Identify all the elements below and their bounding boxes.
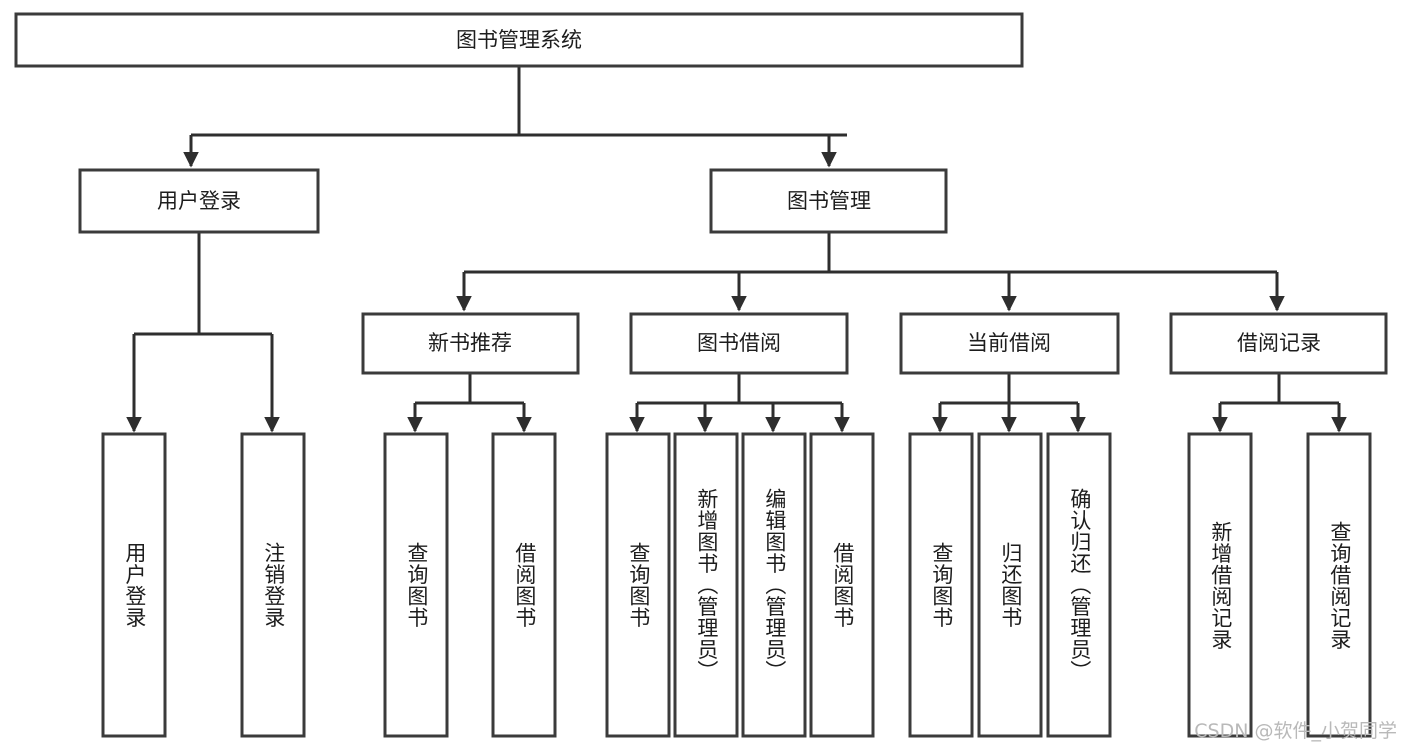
node-leaf-query-book-1-label: 查询图书 [404, 542, 429, 628]
node-leaf-borrow-book-1-label: 借阅图书 [512, 542, 537, 628]
node-leaf-query-book-2-label: 查询图书 [626, 542, 651, 628]
node-leaf-add-book-box[interactable] [673, 432, 739, 738]
connector-borrow-record-group [1212, 373, 1347, 433]
node-root-box[interactable] [14, 12, 1024, 68]
node-leaf-add-book[interactable]: 新增图书（管理员） [673, 432, 739, 738]
node-leaf-query-record-box[interactable] [1306, 432, 1372, 738]
node-leaf-query-book-3-box[interactable] [908, 432, 974, 738]
node-leaf-edit-book[interactable]: 编辑图书（管理员） [741, 432, 807, 738]
node-borrow-record-box[interactable] [1169, 312, 1388, 375]
node-new-book-rec-label: 新书推荐 [428, 331, 512, 355]
node-user-login-box[interactable] [78, 168, 320, 234]
node-leaf-query-record[interactable]: 查询借阅记录 [1306, 432, 1372, 738]
node-leaf-query-book-2[interactable]: 查询图书 [605, 432, 671, 738]
node-leaf-query-book-3[interactable]: 查询图书 [908, 432, 974, 738]
node-leaf-user-logout-box[interactable] [240, 432, 306, 738]
node-leaf-borrow-book-2[interactable]: 借阅图书 [809, 432, 875, 738]
node-leaf-add-book-label: 新增图书（管理员） [694, 488, 719, 682]
connector-root-group [183, 66, 847, 168]
node-leaf-borrow-book-1-box[interactable] [491, 432, 557, 738]
node-book-borrow[interactable]: 图书借阅 [629, 312, 849, 375]
node-current-borrow-label: 当前借阅 [967, 331, 1051, 355]
node-current-borrow[interactable]: 当前借阅 [899, 312, 1120, 375]
connector-current-borrow-group [932, 373, 1086, 433]
node-book-borrow-box[interactable] [629, 312, 849, 375]
node-current-borrow-box[interactable] [899, 312, 1120, 375]
node-borrow-record-label: 借阅记录 [1237, 331, 1321, 355]
node-leaf-query-book-1[interactable]: 查询图书 [383, 432, 449, 738]
node-leaf-query-record-label: 查询借阅记录 [1327, 520, 1352, 650]
node-leaf-user-logout[interactable]: 注销登录 [240, 432, 306, 738]
node-book-manage[interactable]: 图书管理 [709, 168, 948, 234]
node-leaf-query-book-1-box[interactable] [383, 432, 449, 738]
node-book-manage-box[interactable] [709, 168, 948, 234]
node-leaf-confirm-return[interactable]: 确认归还（管理员） [1046, 432, 1112, 738]
node-leaf-add-record-box[interactable] [1187, 432, 1253, 738]
node-new-book-rec-box[interactable] [361, 312, 580, 375]
node-leaf-query-book-2-box[interactable] [605, 432, 671, 738]
node-leaf-user-login[interactable]: 用户登录 [101, 432, 167, 738]
node-leaf-return-book-label: 归还图书 [998, 542, 1023, 628]
node-leaf-user-login-box[interactable] [101, 432, 167, 738]
connector-user-login-group [126, 232, 280, 433]
node-root[interactable]: 图书管理系统 [14, 12, 1024, 68]
node-book-manage-label: 图书管理 [787, 189, 871, 213]
node-leaf-borrow-book-2-label: 借阅图书 [830, 542, 855, 628]
node-borrow-record[interactable]: 借阅记录 [1169, 312, 1388, 375]
node-leaf-return-book[interactable]: 归还图书 [977, 432, 1043, 738]
node-root-label: 图书管理系统 [456, 28, 582, 52]
node-leaf-query-book-3-label: 查询图书 [929, 542, 954, 628]
node-new-book-rec[interactable]: 新书推荐 [361, 312, 580, 375]
connector-book-manage-group [456, 232, 1285, 312]
node-user-login-label: 用户登录 [157, 189, 241, 213]
node-leaf-edit-book-box[interactable] [741, 432, 807, 738]
connector-book-borrow-group [629, 373, 850, 433]
connector-new-book-rec-group [407, 373, 532, 433]
node-leaf-add-record[interactable]: 新增借阅记录 [1187, 432, 1253, 738]
node-leaf-user-logout-label: 注销登录 [261, 542, 286, 628]
node-leaf-add-record-label: 新增借阅记录 [1208, 520, 1233, 650]
node-leaf-confirm-return-box[interactable] [1046, 432, 1112, 738]
node-leaf-user-login-label: 用户登录 [122, 542, 147, 628]
node-leaf-confirm-return-label: 确认归还（管理员） [1067, 488, 1092, 682]
node-book-borrow-label: 图书借阅 [697, 331, 781, 355]
node-leaf-edit-book-label: 编辑图书（管理员） [762, 488, 787, 682]
node-user-login[interactable]: 用户登录 [78, 168, 320, 234]
node-leaf-borrow-book-1[interactable]: 借阅图书 [491, 432, 557, 738]
node-leaf-return-book-box[interactable] [977, 432, 1043, 738]
node-leaf-borrow-book-2-box[interactable] [809, 432, 875, 738]
